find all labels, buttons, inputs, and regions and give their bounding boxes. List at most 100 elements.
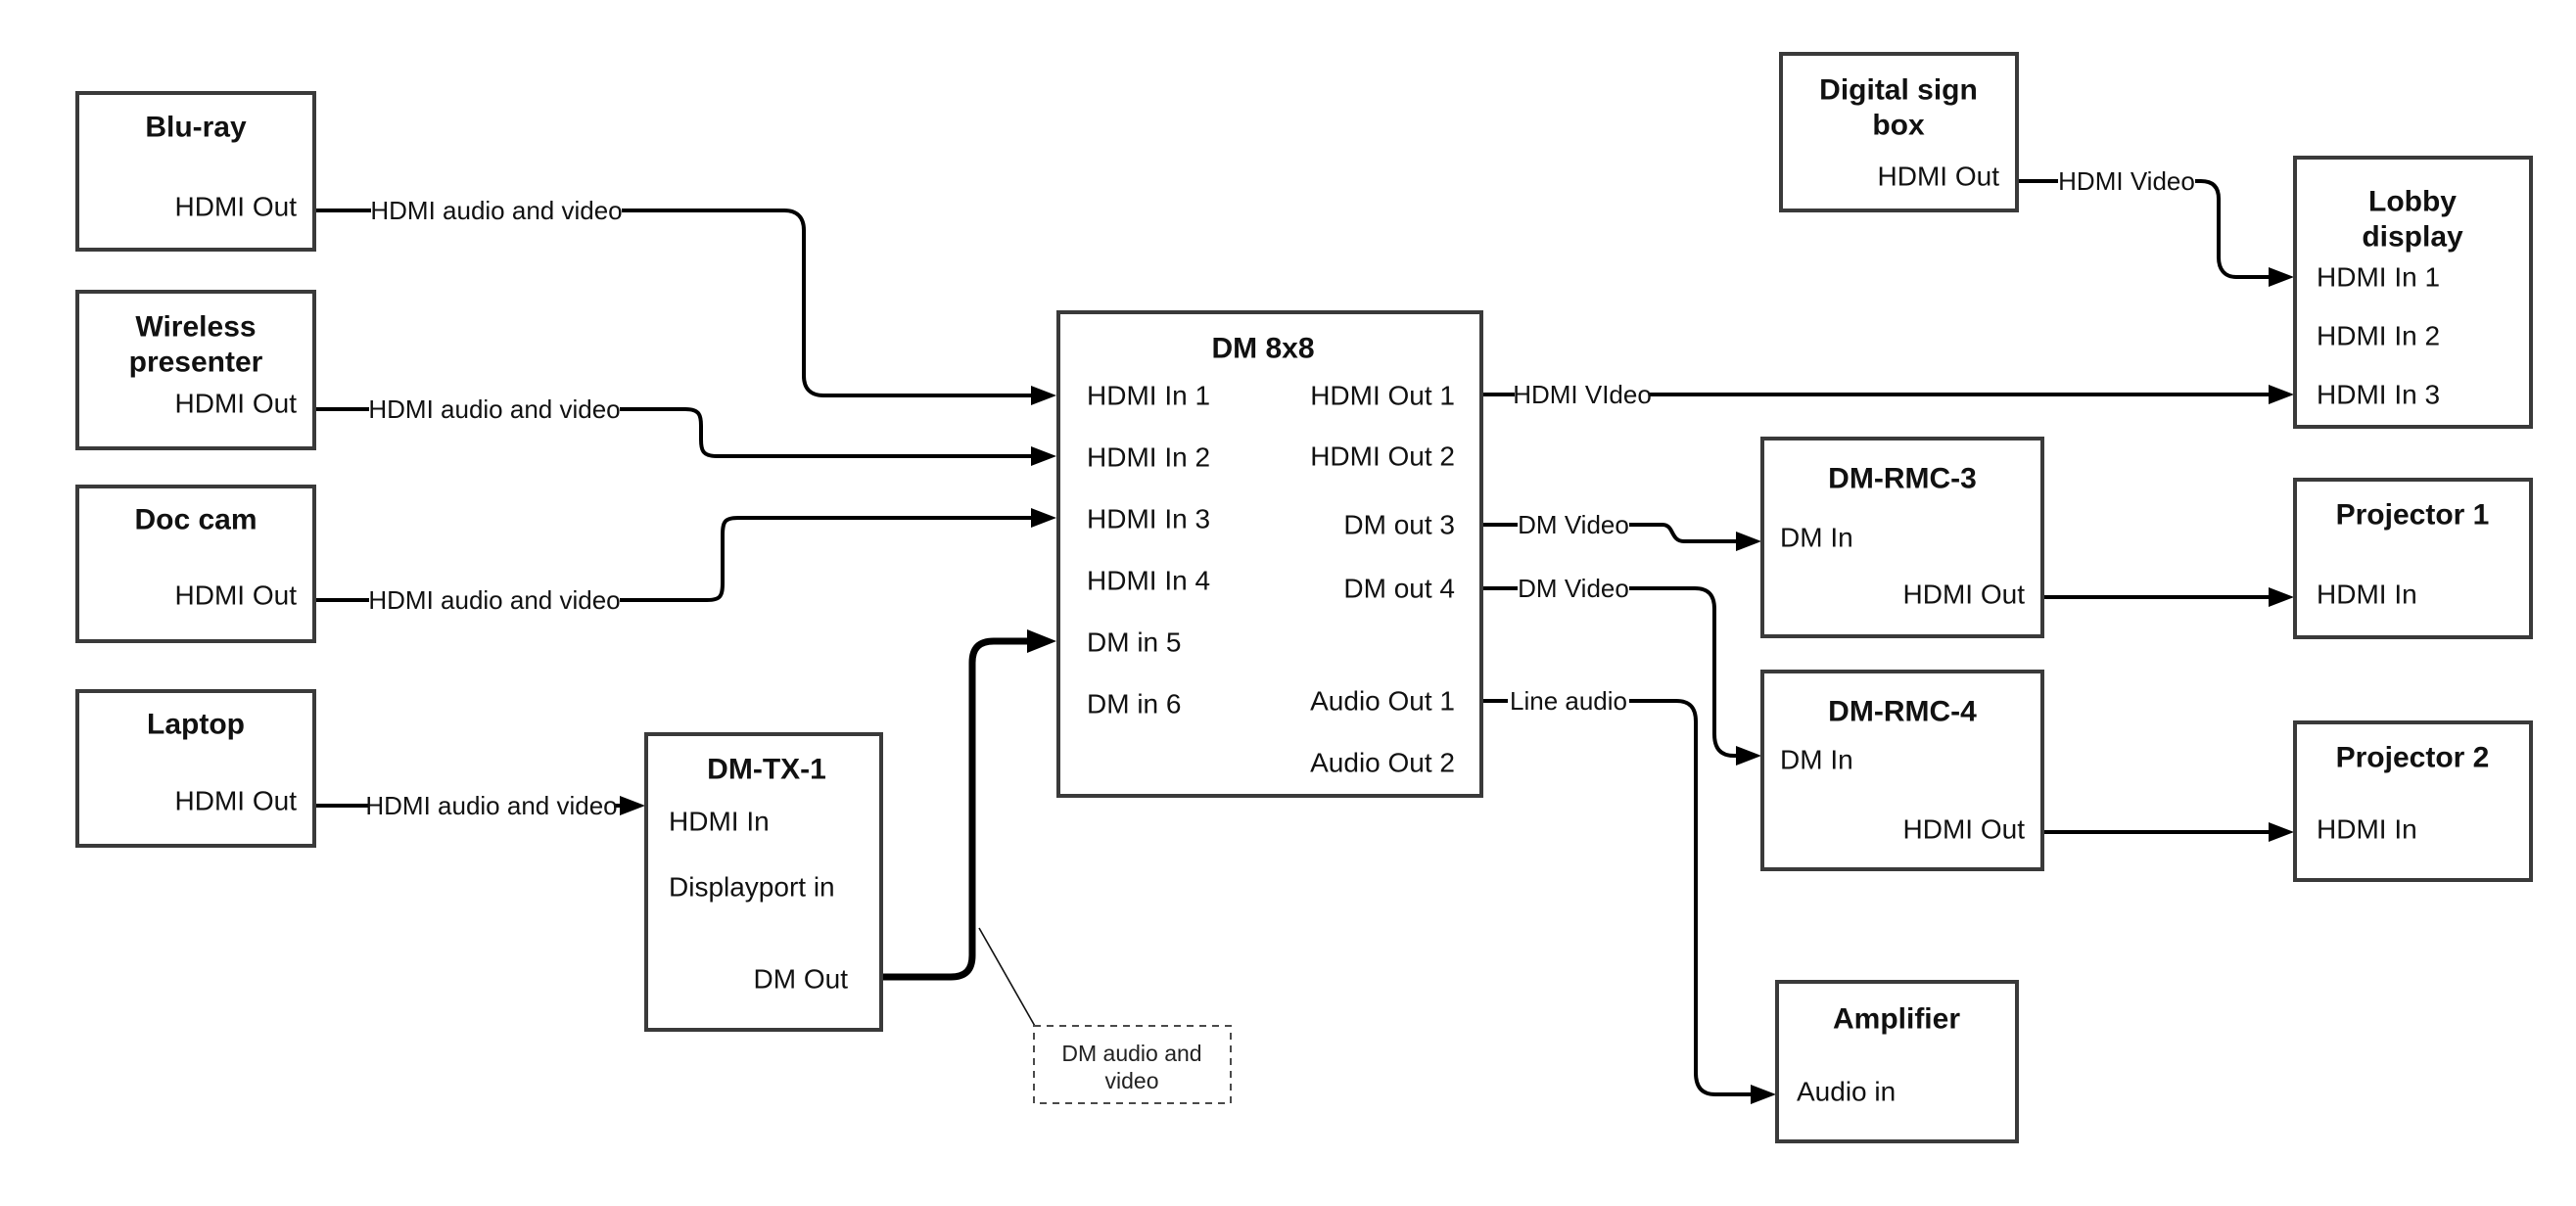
edge-label-wireless: HDMI audio and video xyxy=(368,394,620,424)
node-proj2-title: Projector 2 xyxy=(2336,742,2490,774)
arrowhead-in3 xyxy=(1031,508,1056,528)
edge-doccam-to-dm8x8 xyxy=(314,516,1031,602)
node-digitalsign-port-hdmi-out: HDMI Out xyxy=(1878,162,2000,192)
edge-label-doccam: HDMI audio and video xyxy=(368,585,620,615)
edge-label-line-audio: Line audio xyxy=(1510,686,1627,716)
node-dm8x8-port-hdmi-in-2: HDMI In 2 xyxy=(1087,442,1210,473)
node-digitalsign-title-line1: Digital sign xyxy=(1819,74,1978,107)
label-bg xyxy=(1508,684,1629,718)
node-lobby-title-line2: display xyxy=(2362,221,2463,254)
node-bluray-box xyxy=(75,91,316,252)
node-proj1-port-hdmi-in: HDMI In xyxy=(2317,580,2417,610)
arrowhead-proj1-in xyxy=(2269,587,2294,607)
node-dm8x8-port-dm-in-6: DM in 6 xyxy=(1087,689,1181,719)
node-dm8x8-port-hdmi-out-1: HDMI Out 1 xyxy=(1310,381,1455,411)
node-lobby-port-hdmi-in-2: HDMI In 2 xyxy=(2317,321,2440,351)
node-dmrmc3-port-hdmi-out: HDMI Out xyxy=(1903,580,2026,610)
node-bluray: Blu-ray HDMI Out xyxy=(75,91,316,252)
node-dm8x8-port-hdmi-in-3: HDMI In 3 xyxy=(1087,504,1210,534)
node-laptop: Laptop HDMI Out xyxy=(75,689,316,848)
node-dmrmc3-box xyxy=(1760,437,2044,638)
node-laptop-title: Laptop xyxy=(147,709,245,741)
arrowhead-amp-in xyxy=(1751,1085,1776,1104)
node-lobby-display: Lobby display HDMI In 1 HDMI In 2 HDMI I… xyxy=(2293,156,2533,429)
node-dm8x8-box xyxy=(1056,310,1483,798)
edge-label-dm-video-4: DM Video xyxy=(1518,574,1629,603)
node-dmtx1-box xyxy=(644,732,883,1032)
node-lobby-port-hdmi-in-1: HDMI In 1 xyxy=(2317,262,2440,293)
edge-digitalsign-to-lobby xyxy=(2017,179,2269,279)
node-dm8x8-port-dm-out-3: DM out 3 xyxy=(1343,510,1455,540)
node-doccam-port-hdmi-out: HDMI Out xyxy=(175,580,298,611)
node-wireless-title-line1: Wireless xyxy=(135,311,256,344)
note-box xyxy=(1033,1025,1232,1104)
node-projector-2: Projector 2 HDMI In xyxy=(2293,720,2533,882)
node-dmtx1-port-dm-out: DM Out xyxy=(754,964,849,995)
node-proj1-box xyxy=(2293,478,2533,639)
edge-dm8x8-to-dmrmc3 xyxy=(1481,523,1736,543)
edge-label-hdmi-video-sign: HDMI Video xyxy=(2058,166,2195,196)
arrowhead-rmc4-in xyxy=(1736,746,1761,765)
node-dm-8x8: DM 8x8 HDMI In 1 HDMI In 2 HDMI In 3 HDM… xyxy=(1056,310,1483,798)
node-lobby-box xyxy=(2293,156,2533,429)
edge-dm8x8-to-dmrmc4 xyxy=(1481,586,1736,758)
node-wireless-title-line2: presenter xyxy=(129,347,263,379)
arrowhead-in2 xyxy=(1031,446,1056,466)
node-dmrmc4-port-hdmi-out: HDMI Out xyxy=(1903,814,2026,845)
node-amplifier-title: Amplifier xyxy=(1833,1003,1960,1036)
node-bluray-title: Blu-ray xyxy=(145,112,247,144)
node-digitalsign-box xyxy=(1779,52,2019,212)
node-digital-sign-box: Digital sign box HDMI Out xyxy=(1779,52,2019,212)
node-dmtx1-title: DM-TX-1 xyxy=(707,754,826,786)
node-dm-rmc-3: DM-RMC-3 DM In HDMI Out xyxy=(1760,437,2044,638)
edge-labels: HDMI audio and video HDMI audio and vide… xyxy=(365,164,2195,822)
node-projector-1: Projector 1 HDMI In xyxy=(2293,478,2533,639)
node-dm8x8-port-dm-out-4: DM out 4 xyxy=(1343,574,1455,604)
note-callout-line xyxy=(978,927,1037,1029)
node-dm8x8-port-hdmi-out-2: HDMI Out 2 xyxy=(1310,441,1455,472)
edge-label-laptop: HDMI audio and video xyxy=(365,791,617,820)
arrowhead-in5 xyxy=(1027,629,1056,653)
node-laptop-port-hdmi-out: HDMI Out xyxy=(175,786,298,816)
node-dm8x8-port-hdmi-in-4: HDMI In 4 xyxy=(1087,566,1210,596)
edge-dmtx1-to-dm8x8 xyxy=(881,637,1027,981)
node-digitalsign-title-line2: box xyxy=(1872,110,1925,142)
node-wireless-presenter: Wireless presenter HDMI Out xyxy=(75,290,316,450)
arrowhead-in1 xyxy=(1031,386,1056,405)
node-dm8x8-port-audio-out-2: Audio Out 2 xyxy=(1310,748,1455,778)
node-dmtx1-port-hdmi-in: HDMI In xyxy=(669,807,770,837)
node-dm-tx-1: DM-TX-1 HDMI In Displayport in DM Out xyxy=(644,732,883,1032)
node-dm8x8-port-audio-out-1: Audio Out 1 xyxy=(1310,686,1455,717)
node-lobby-title-line1: Lobby xyxy=(2368,186,2457,218)
node-dm8x8-port-hdmi-in-1: HDMI In 1 xyxy=(1087,381,1210,411)
edge-label-hdmi-video-lobby: HDMI VIdeo xyxy=(1513,380,1652,409)
arrowhead-lobby-in3 xyxy=(2269,385,2294,404)
node-dm8x8-title: DM 8x8 xyxy=(1211,333,1314,365)
label-bg xyxy=(369,393,620,426)
node-dmtx1-port-displayport-in: Displayport in xyxy=(669,872,835,903)
node-dmrmc4-box xyxy=(1760,670,2044,871)
note-dm-audio-and-video: DM audio and video xyxy=(1033,1025,1232,1104)
label-bg xyxy=(1518,572,1629,605)
label-bg xyxy=(369,789,614,822)
node-wireless-box xyxy=(75,290,316,450)
note-text-line2: video xyxy=(1105,1068,1159,1093)
node-wireless-port-hdmi-out: HDMI Out xyxy=(175,389,298,419)
arrowhead-proj2-in xyxy=(2269,822,2294,842)
label-bg xyxy=(1518,508,1629,541)
node-proj2-port-hdmi-in: HDMI In xyxy=(2317,814,2417,845)
node-dmrmc3-port-dm-in: DM In xyxy=(1780,523,1853,553)
node-amplifier: Amplifier Audio in xyxy=(1775,980,2019,1143)
edge-label-dm-video-3: DM Video xyxy=(1518,510,1629,539)
edge-dm8x8-to-amplifier xyxy=(1481,699,1751,1096)
label-bg xyxy=(369,583,620,617)
node-dmrmc3-title: DM-RMC-3 xyxy=(1828,463,1977,495)
arrowheads xyxy=(620,267,2294,1104)
arrowhead-rmc3-in xyxy=(1736,532,1761,551)
label-bg xyxy=(2058,164,2195,198)
node-dmrmc4-title: DM-RMC-4 xyxy=(1828,696,1977,728)
note-text-line1: DM audio and xyxy=(1061,1041,1201,1066)
node-dmrmc4-port-dm-in: DM In xyxy=(1780,745,1853,775)
arrowhead-lobby-in1 xyxy=(2269,267,2294,287)
